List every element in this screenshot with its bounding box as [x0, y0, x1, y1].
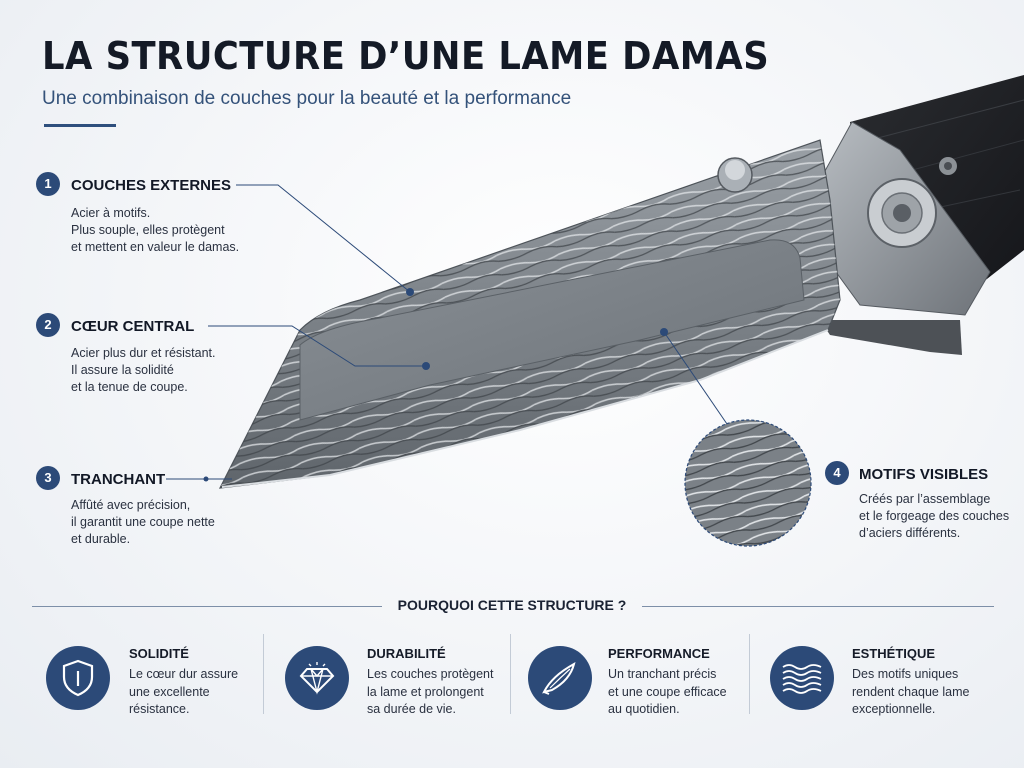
- feature-divider: [510, 634, 511, 714]
- callout-2-title: CŒUR CENTRAL: [71, 318, 195, 335]
- callout-3-number: 3: [36, 466, 60, 490]
- feature-solidite-description: Le cœur dur assure une excellente résist…: [129, 667, 239, 716]
- callout-2-number: 2: [36, 313, 60, 337]
- callout-2-description: Acier plus dur et résistant. Il assure l…: [71, 346, 216, 394]
- section-divider-right: [642, 606, 994, 607]
- page-title: LA STRUCTURE D’UNE LAME DAMAS: [42, 34, 770, 78]
- callout-1-number: 1: [36, 172, 60, 196]
- section-divider-left: [32, 606, 382, 607]
- feature-durabilite-description: Les couches protègent la lame et prolong…: [367, 667, 494, 716]
- why-section-title: POURQUOI CETTE STRUCTURE ?: [397, 597, 627, 613]
- feature-solidite-title: SOLIDITÉ: [129, 646, 189, 661]
- waves-icon: [770, 646, 834, 710]
- feature-performance-title: PERFORMANCE: [608, 646, 710, 661]
- feature-esthetique-title: ESTHÉTIQUE: [852, 646, 936, 661]
- feature-divider: [263, 634, 264, 714]
- callout-4-description: Créés par l’assemblage et le forgeage de…: [859, 492, 1010, 540]
- callout-3-description: Affûté avec précision, il garantit une c…: [71, 498, 215, 546]
- title-accent-bar: [44, 124, 116, 127]
- shield-icon: [46, 646, 110, 710]
- callout-4-number: 4: [825, 461, 849, 485]
- page-subtitle: Une combinaison de couches pour la beaut…: [42, 88, 572, 109]
- diamond-icon: [285, 646, 349, 710]
- feature-divider: [749, 634, 750, 714]
- callout-3-title: TRANCHANT: [71, 471, 166, 488]
- callout-1-description: Acier à motifs. Plus souple, elles protè…: [71, 206, 240, 254]
- blade-icon: [528, 646, 592, 710]
- feature-performance-description: Un tranchant précis et une coupe efficac…: [608, 667, 727, 716]
- feature-esthetique-description: Des motifs uniques rendent chaque lame e…: [852, 667, 970, 716]
- feature-durabilite-title: DURABILITÉ: [367, 646, 446, 661]
- callout-1-title: COUCHES EXTERNES: [71, 177, 232, 194]
- callout-4-title: MOTIFS VISIBLES: [859, 466, 989, 483]
